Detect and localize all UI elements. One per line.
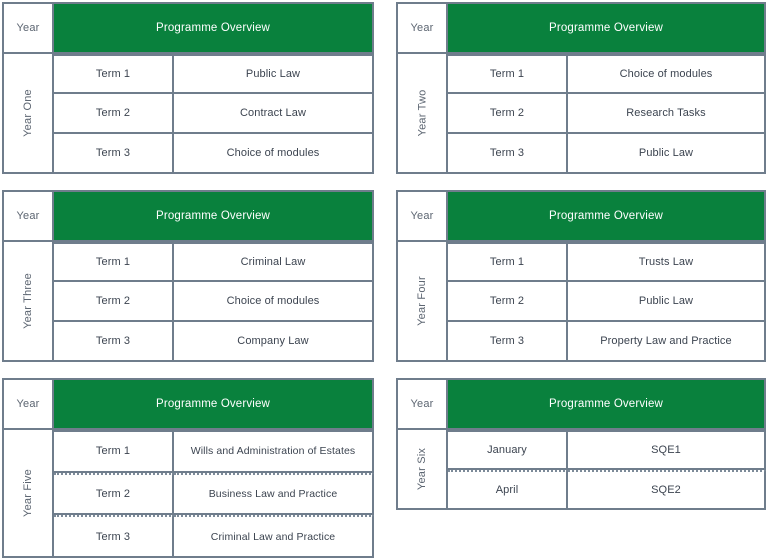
term-cell: Term 1 [448, 54, 568, 94]
year-label-cell: Year Six [396, 430, 448, 510]
year-column-header: Year [396, 2, 448, 54]
year-label-text: Year Four [416, 276, 429, 326]
year-column-header: Year [396, 378, 448, 430]
subject-cell: Research Tasks [568, 94, 766, 134]
programme-overview-banner: Programme Overview [54, 190, 374, 242]
term-cell: Term 1 [54, 430, 174, 473]
year-label-text: Year Three [22, 273, 35, 329]
term-cell: January [448, 430, 568, 470]
term-cell: Term 2 [54, 282, 174, 322]
subject-cell: Public Law [568, 134, 766, 174]
year-label-cell: Year Four [396, 242, 448, 362]
term-cell: Term 2 [54, 472, 174, 516]
subject-cell: Trusts Law [568, 242, 766, 282]
subject-cell: Choice of modules [568, 54, 766, 94]
subject-cell: Business Law and Practice [174, 472, 374, 516]
term-cell: Term 1 [54, 54, 174, 94]
year-label-text: Year Five [22, 469, 34, 517]
term-cell: Term 3 [54, 515, 174, 558]
term-cell: Term 3 [448, 134, 568, 174]
subject-cell: SQE2 [568, 470, 766, 510]
year-label-cell: Year Five [2, 430, 54, 558]
term-cell: Term 2 [448, 282, 568, 322]
year-label-cell: Year Two [396, 54, 448, 174]
term-cell: Term 2 [54, 94, 174, 134]
year-column-header: Year [2, 2, 54, 54]
term-cell: Term 3 [54, 322, 174, 362]
subject-cell: Choice of modules [174, 282, 374, 322]
year-label-cell: Year Three [2, 242, 54, 362]
subject-cell: Criminal Law and Practice [174, 515, 374, 558]
programme-overview-banner: Programme Overview [54, 2, 374, 54]
subject-cell: Wills and Administration of Estates [174, 430, 374, 473]
subject-cell: Public Law [174, 54, 374, 94]
subject-cell: Contract Law [174, 94, 374, 134]
year-label-text: Year One [22, 89, 34, 137]
programme-overview-banner: Programme Overview [448, 378, 766, 430]
year-column-header: Year [2, 378, 54, 430]
term-cell: Term 3 [54, 134, 174, 174]
subject-cell: Public Law [568, 282, 766, 322]
term-cell: Term 2 [448, 94, 568, 134]
programme-overview-banner: Programme Overview [448, 2, 766, 54]
subject-cell: Property Law and Practice [568, 322, 766, 362]
year-label-text: Year Two [415, 89, 428, 137]
subject-cell: Choice of modules [174, 134, 374, 174]
subject-cell: Criminal Law [174, 242, 374, 282]
programme-overview-banner: Programme Overview [448, 190, 766, 242]
year-column-header: Year [396, 190, 448, 242]
year-label-cell: Year One [2, 54, 54, 174]
subject-cell: SQE1 [568, 430, 766, 470]
subject-cell: Company Law [174, 322, 374, 362]
term-cell: Term 1 [54, 242, 174, 282]
year-label-text: Year Six [415, 447, 428, 491]
term-cell: April [448, 470, 568, 510]
term-cell: Term 1 [448, 242, 568, 282]
programme-overview-banner: Programme Overview [54, 378, 374, 430]
term-cell: Term 3 [448, 322, 568, 362]
year-column-header: Year [2, 190, 54, 242]
